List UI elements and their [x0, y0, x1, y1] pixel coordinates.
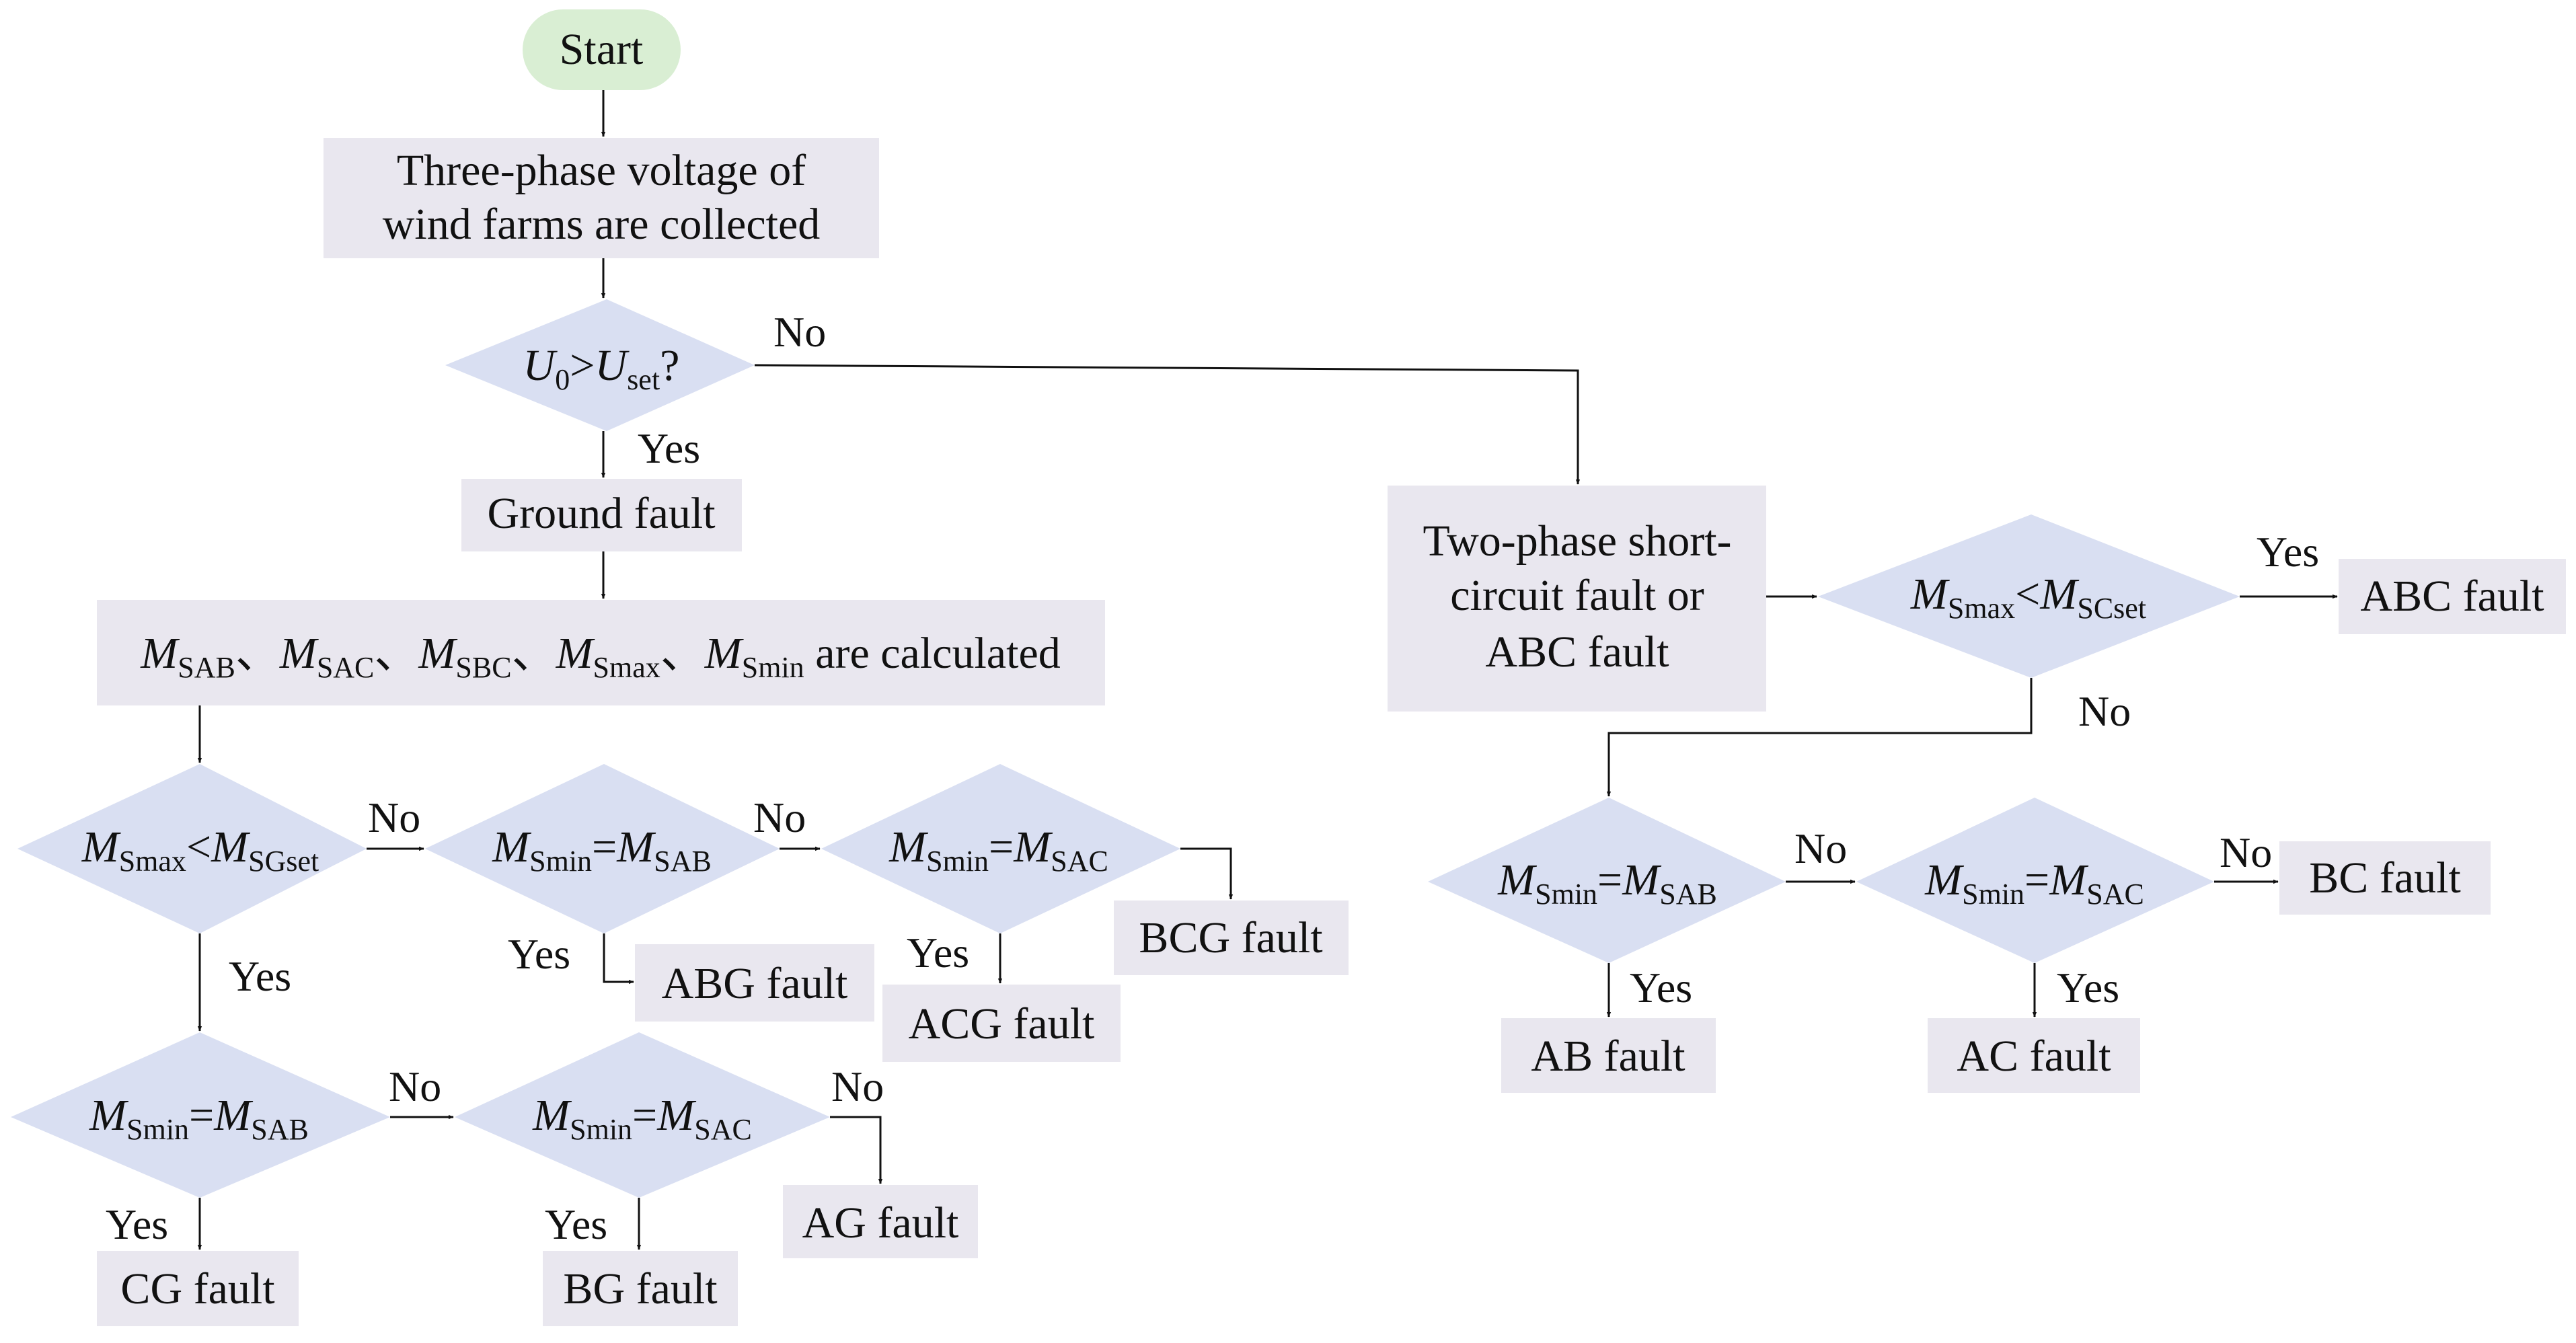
ag-fault-label: AG fault: [802, 1198, 959, 1248]
mid-msmin-eq-msab-label: MSmin=MSAB: [492, 822, 712, 878]
mscset-no-label: No: [2078, 687, 2131, 735]
abg-fault-label: ABG fault: [662, 959, 848, 1008]
msmax-lt-mscset-diamond: [1818, 514, 2240, 678]
bcg-fault-box: [1114, 900, 1349, 975]
ground-fault-box: [461, 479, 742, 551]
two-phase-box: [1388, 486, 1766, 712]
mid-msmin-eq-msac-label: MSmin=MSAC: [888, 822, 1108, 878]
start-terminal: [523, 9, 681, 90]
edge-mid-msab-yes-to-abg: [603, 933, 634, 985]
right-msmin-eq-msac-diamond: [1856, 798, 2214, 963]
u0-no-label: No: [773, 308, 826, 356]
ac-fault-label: AC fault: [1957, 1032, 2111, 1081]
msmax-lt-mscset-label: MSmax<MSCset: [1910, 570, 2146, 625]
bg-fault-box: [543, 1251, 738, 1326]
two-phase-line-3: ABC fault: [1485, 627, 1669, 677]
abc-fault-label: ABC fault: [2360, 572, 2544, 621]
mid-msab-no-label: No: [753, 794, 806, 841]
collect-line-2: wind farms are collected: [383, 200, 821, 249]
bottom-msmin-eq-msab-diamond: [11, 1032, 390, 1198]
bc-fault-label: BC fault: [2309, 853, 2461, 903]
msmax-lt-msgset-diamond: [17, 764, 367, 933]
calc-m-values-label: MSAB、MSAC、MSBC、MSmax、MSmin are calculate…: [140, 629, 1060, 684]
bottom-msab-no-label: No: [389, 1063, 441, 1110]
cg-fault-label: CG fault: [120, 1264, 274, 1313]
u0-yes-label: Yes: [638, 424, 700, 472]
right-msab-yes-label: Yes: [1630, 964, 1692, 1011]
bottom-msac-no-label: No: [831, 1063, 884, 1110]
u0-gt-uset-diamond: [445, 299, 755, 431]
edge-mid-msac-no-to-bcg: [1180, 847, 1234, 900]
bottom-msab-yes-label: Yes: [106, 1200, 168, 1248]
collect-line-1: Three-phase voltage of: [397, 146, 806, 195]
abg-fault-box: [635, 944, 874, 1022]
right-msmin-eq-msab-label: MSmin=MSAB: [1497, 855, 1717, 911]
bottom-msmin-eq-msac-label: MSmin=MSAC: [532, 1091, 752, 1146]
acg-fault-label: ACG fault: [909, 999, 1095, 1048]
edge-mscset-no-to-right-msab: [1606, 678, 2033, 797]
edge-u0-no-to-two-phase: [754, 364, 1581, 485]
start-label: Start: [560, 25, 644, 74]
bg-fault-label: BG fault: [563, 1264, 717, 1313]
mscset-yes-label: Yes: [2257, 528, 2319, 576]
msgset-yes-label: Yes: [229, 952, 291, 1000]
acg-fault-box: [882, 985, 1121, 1062]
mid-msac-yes-label: Yes: [907, 929, 969, 976]
bottom-msmin-eq-msac-diamond: [455, 1032, 830, 1198]
mid-msab-yes-label: Yes: [508, 930, 570, 978]
right-msab-no-label: No: [1794, 824, 1847, 872]
right-msac-no-label: No: [2220, 829, 2272, 876]
mid-msmin-eq-msab-diamond: [425, 764, 780, 933]
ag-fault-box: [783, 1185, 978, 1258]
mid-msmin-eq-msac-diamond: [821, 764, 1180, 933]
ab-fault-box: [1501, 1018, 1716, 1093]
bottom-msmin-eq-msab-label: MSmin=MSAB: [89, 1091, 309, 1146]
two-phase-line-1: Two-phase short-: [1423, 516, 1731, 566]
bottom-msac-yes-label: Yes: [545, 1200, 607, 1248]
edge-bottom-msac-no-to-ag: [830, 1116, 883, 1184]
ac-fault-box: [1928, 1018, 2140, 1093]
bcg-fault-label: BCG fault: [1139, 913, 1322, 962]
right-msmin-eq-msab-diamond: [1428, 798, 1786, 963]
ground-fault-label: Ground fault: [487, 489, 715, 538]
two-phase-line-2: circuit fault or: [1450, 571, 1704, 620]
msmax-lt-msgset-label: MSmax<MSGset: [81, 822, 319, 878]
right-msac-yes-label: Yes: [2057, 964, 2119, 1011]
cg-fault-box: [97, 1251, 299, 1326]
right-msmin-eq-msac-label: MSmin=MSAC: [1924, 855, 2144, 911]
msgset-no-label: No: [368, 794, 420, 841]
bc-fault-box: [2279, 841, 2491, 915]
ab-fault-label: AB fault: [1531, 1032, 1685, 1081]
calc-m-values-box: [97, 600, 1105, 705]
collect-voltage-box: [324, 138, 879, 258]
abc-fault-box: [2339, 559, 2566, 634]
u0-condition: U0>Uset?: [523, 341, 680, 396]
